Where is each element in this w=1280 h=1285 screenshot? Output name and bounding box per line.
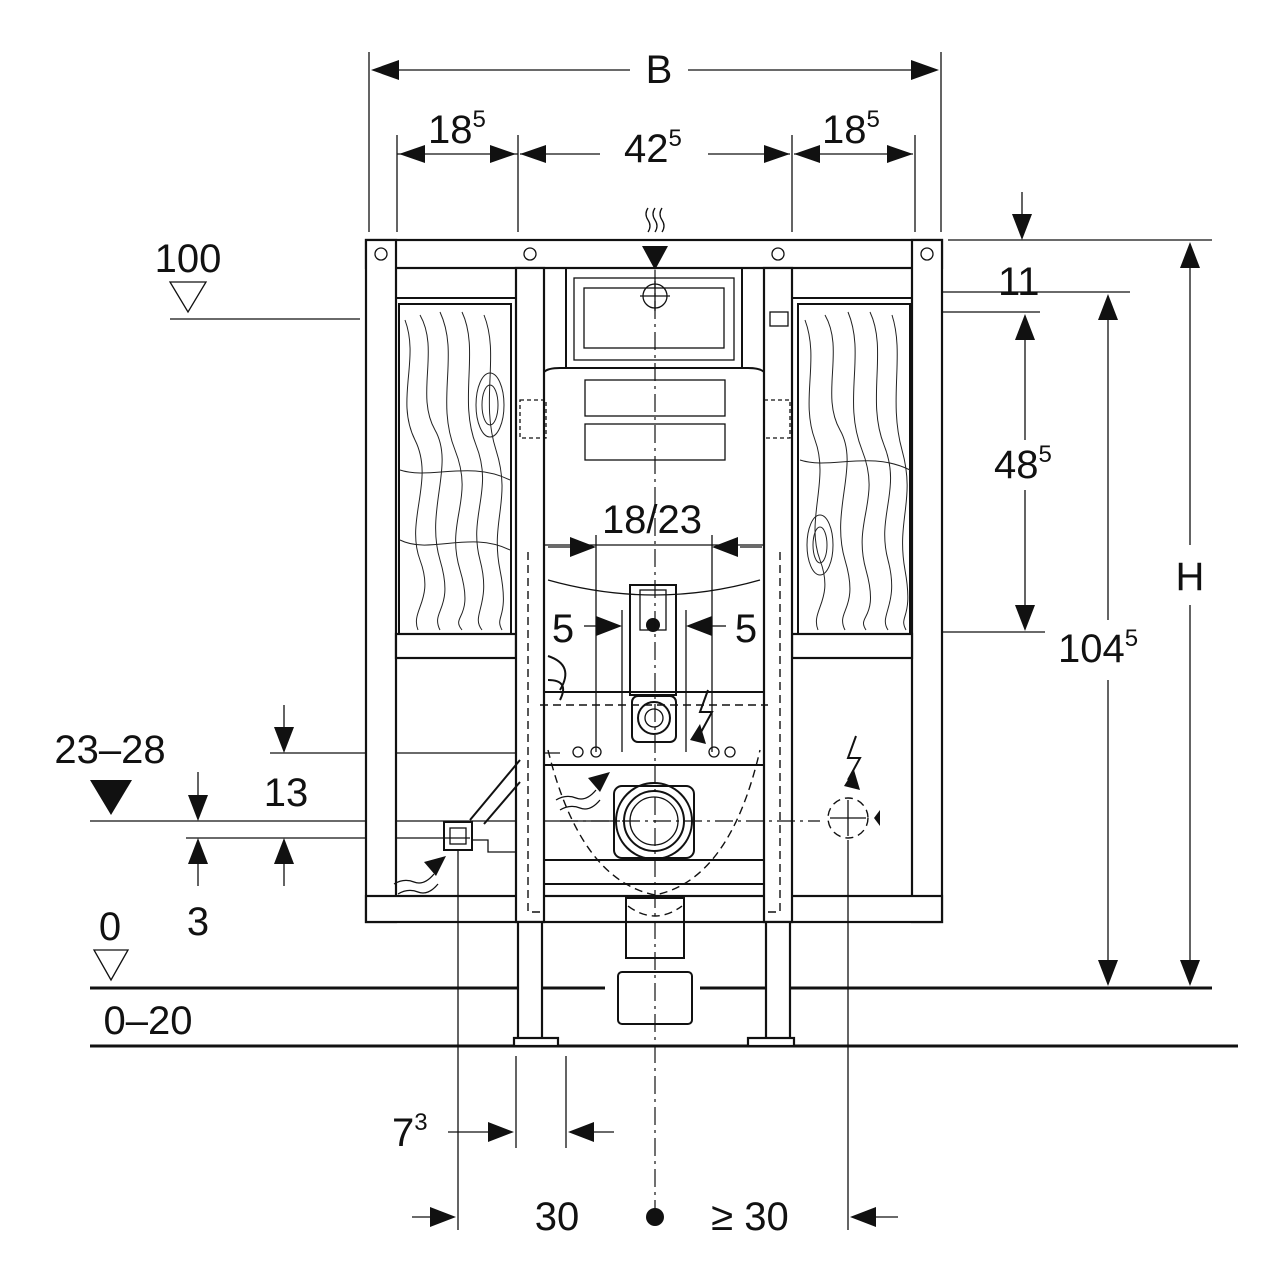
dimension-side-left: 185 bbox=[396, 106, 519, 232]
installation-frame bbox=[364, 238, 944, 1048]
outlet-gap-value: 13 bbox=[264, 771, 309, 815]
wood-panel-left bbox=[398, 303, 512, 635]
side-left-value: 185 bbox=[428, 106, 486, 152]
floor-range-value: 0–20 bbox=[104, 999, 193, 1043]
level-marker-100: 100 bbox=[155, 237, 360, 320]
floor-level-value: 0 bbox=[99, 905, 121, 949]
level-100-value: 100 bbox=[155, 237, 222, 281]
level-marker-icon bbox=[168, 281, 208, 314]
offset-left-value: 5 bbox=[552, 607, 574, 651]
total-height-value: 1045 bbox=[1058, 625, 1138, 671]
width-label: B bbox=[646, 48, 673, 92]
offset-right-value: 5 bbox=[735, 607, 757, 651]
side-right-value: 185 bbox=[822, 106, 880, 152]
dimension-center-distances: 30 ≥ 30 bbox=[412, 1195, 898, 1239]
dimension-frame-height-H: H bbox=[1176, 242, 1205, 986]
foot-offset-value: 73 bbox=[392, 1109, 428, 1155]
dimension-pipe-spacing: 18/23 bbox=[548, 498, 762, 752]
floor-level-markers: 0 0–20 bbox=[90, 905, 1238, 1048]
top-offset-value: 11 bbox=[998, 260, 1040, 304]
water-supply-icon bbox=[642, 207, 668, 270]
actuator-height-value: 485 bbox=[994, 441, 1052, 487]
center-right-value: ≥ 30 bbox=[711, 1195, 789, 1239]
dimension-middle: 425 bbox=[520, 125, 793, 232]
dimension-top-offset: 11 bbox=[920, 192, 1212, 313]
center-lines bbox=[457, 270, 849, 1230]
water-inlet-arrow-icon bbox=[393, 772, 610, 895]
center-left-value: 30 bbox=[535, 1195, 580, 1239]
outlet-level-markers: 23–28 13 3 bbox=[54, 705, 620, 944]
dimension-total-height: 1045 bbox=[1058, 294, 1138, 986]
drain-level-marker-icon bbox=[90, 780, 132, 815]
outlet-range-value: 23–28 bbox=[54, 728, 165, 772]
dimension-offsets: 5 5 bbox=[552, 607, 757, 651]
middle-value: 425 bbox=[624, 125, 682, 171]
dimension-foot-offset: 73 bbox=[392, 1109, 614, 1155]
dimension-actuator-height: 485 bbox=[920, 314, 1052, 633]
electrical-connection-icon bbox=[690, 689, 880, 839]
floor-level-marker-icon bbox=[92, 949, 130, 982]
supply-gap-value: 3 bbox=[187, 900, 209, 944]
wood-panel-right bbox=[797, 303, 911, 635]
pipe-spacing-value: 18/23 bbox=[602, 498, 702, 542]
frame-height-label: H bbox=[1176, 555, 1205, 599]
dimension-side-right: 185 bbox=[794, 106, 916, 232]
frame-brackets bbox=[519, 311, 791, 439]
dimension-width-B: B bbox=[368, 48, 942, 232]
